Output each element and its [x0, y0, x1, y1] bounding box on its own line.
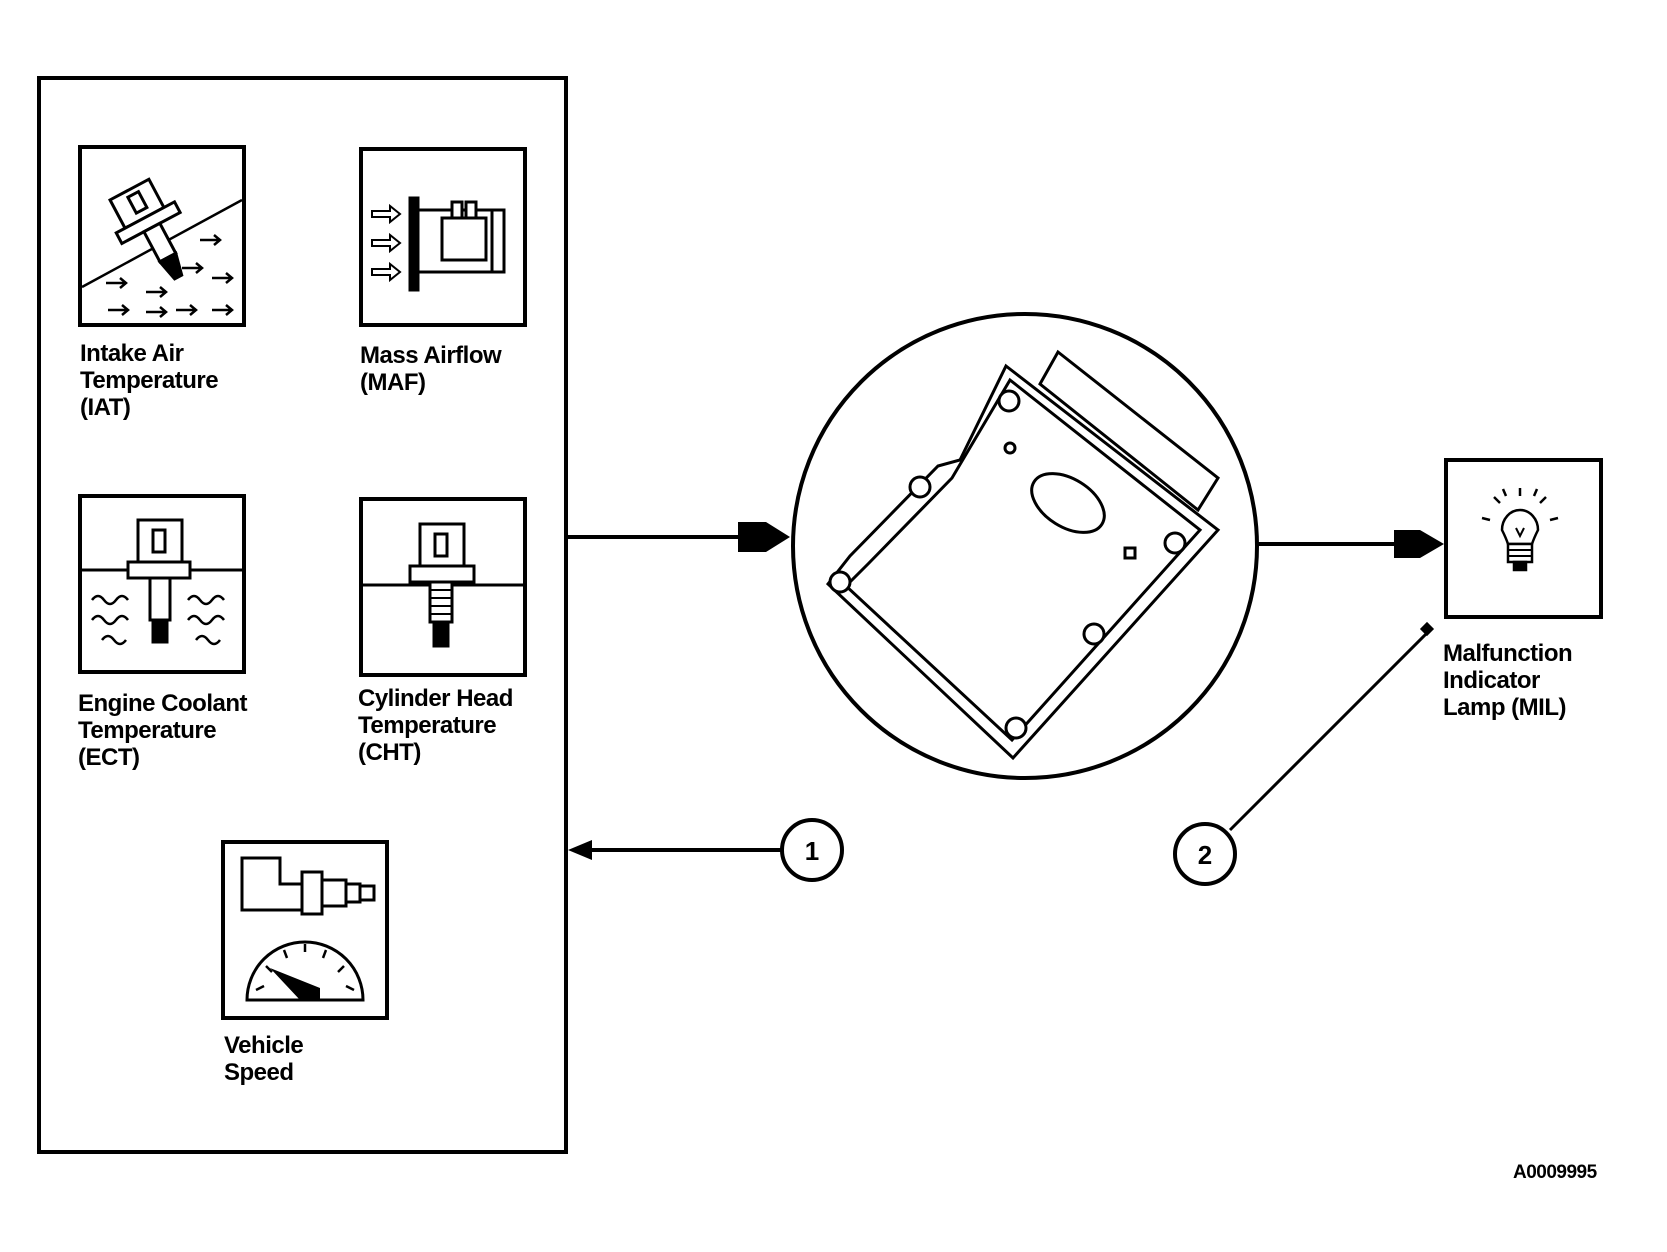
- vehicle-speed-sensor-icon: [221, 840, 389, 1020]
- mil-label: Malfunction Indicator Lamp (MIL): [1443, 640, 1573, 721]
- callout-1: 1: [568, 818, 844, 882]
- iat-sensor-icon: [78, 145, 246, 327]
- callout-number-2: 2: [1198, 840, 1212, 870]
- reference-code: A0009995: [1513, 1162, 1597, 1183]
- output-arrow: [1258, 530, 1444, 558]
- ect-sensor-icon: [78, 494, 246, 674]
- iat-label: Intake Air Temperature (IAT): [80, 340, 219, 421]
- sensor-inputs-panel: [37, 76, 568, 1154]
- speedometer-icon: [245, 940, 365, 1002]
- callout-2: 2: [1173, 621, 1435, 886]
- callout-number-1: 1: [805, 836, 819, 866]
- pcm-module-icon: [791, 312, 1259, 780]
- maf-label: Mass Airflow (MAF): [360, 342, 502, 396]
- mil-lamp-icon: [1444, 458, 1603, 619]
- cht-sensor-icon: [359, 497, 527, 677]
- vehicle-speed-label: Vehicle Speed: [224, 1032, 304, 1086]
- input-arrow: [568, 522, 790, 552]
- ect-label: Engine Coolant Temperature (ECT): [78, 690, 248, 771]
- maf-sensor-icon: [359, 147, 527, 327]
- cht-label: Cylinder Head Temperature (CHT): [358, 685, 513, 766]
